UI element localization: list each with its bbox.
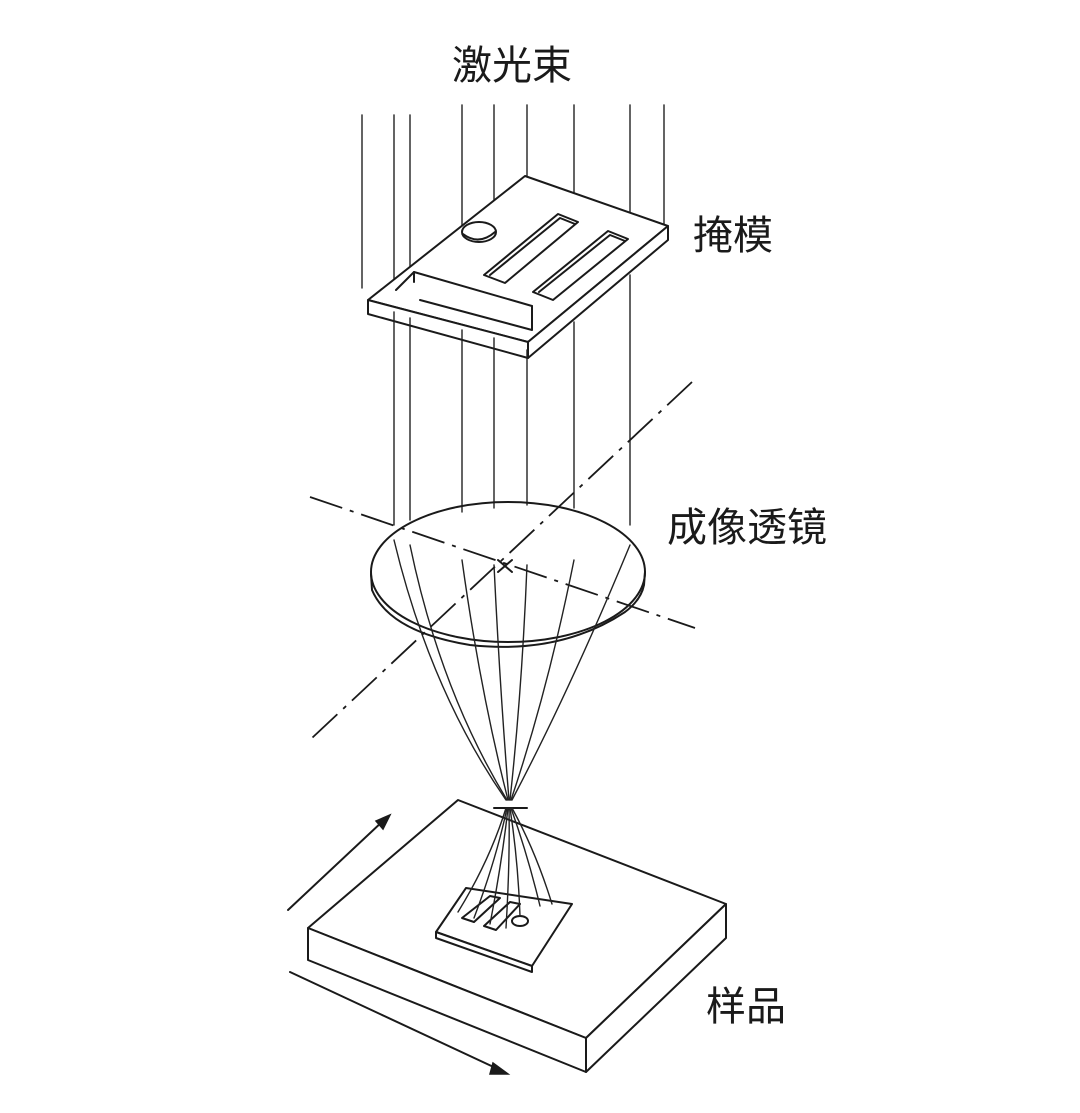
imaging-lens-label: 成像透镜 xyxy=(667,505,827,551)
laser-beams-upper xyxy=(361,104,665,289)
mask-plate xyxy=(367,175,669,359)
scan-direction-arrows xyxy=(287,813,511,1075)
diverging-beams xyxy=(457,807,553,929)
arrow-down-right-icon xyxy=(489,1061,511,1075)
laser-beams-middle xyxy=(393,274,631,526)
imaging-lens xyxy=(370,501,646,648)
laser-beam-label: 激光束 xyxy=(452,43,572,89)
mask-label: 掩模 xyxy=(693,213,773,259)
arrow-up-right-icon xyxy=(374,813,392,831)
optical-axes xyxy=(309,381,696,739)
converging-beams xyxy=(393,539,631,801)
sample-label: 样品 xyxy=(706,984,786,1030)
